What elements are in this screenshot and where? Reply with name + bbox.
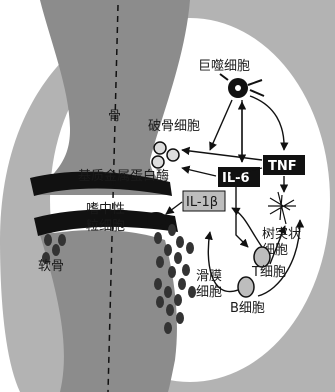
synovium-label-1: 滑膜 <box>196 269 222 284</box>
bcell-label: B细胞 <box>230 301 265 316</box>
osteoclast-label: 破骨细胞 <box>148 119 200 134</box>
tnf-label: TNF <box>268 159 297 174</box>
neutrophil-label-1: 嗜中性 <box>86 202 125 217</box>
mmp-label: 基质金属蛋白酶 <box>78 168 169 184</box>
neutrophil-icon <box>147 212 166 226</box>
cartilage-label: 软骨 <box>38 259 64 274</box>
tcell-label: T细胞 <box>251 265 286 280</box>
il1b-label: IL-1β <box>186 195 218 210</box>
tcell-icon <box>254 247 270 267</box>
bcell-icon <box>238 277 254 297</box>
bone-label: 骨 <box>108 109 121 124</box>
neutrophil-label-2: 粒细胞 <box>86 219 125 234</box>
macrophage-label: 巨噬细胞 <box>198 59 250 74</box>
